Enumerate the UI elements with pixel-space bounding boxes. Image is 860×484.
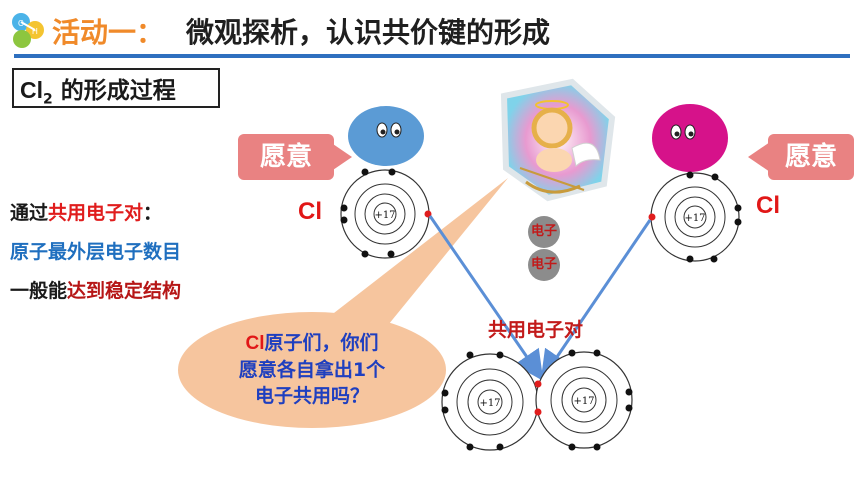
speech-bubble-text: Cl原子们，你们 愿意各自拿出1个 电子共用吗？: [182, 330, 442, 409]
left-atom-character: [348, 106, 424, 166]
subtitle-rest: 的形成过程: [52, 78, 176, 104]
text-line-3: 一般能达到稳定结构: [10, 276, 181, 303]
text-line-1-highlight: 共用电子对: [48, 202, 144, 224]
text-line-3-highlight: 达到稳定结构: [67, 280, 182, 302]
atom-left-symbol: Cl: [298, 198, 322, 225]
wish-tag-right-pointer: [748, 142, 770, 172]
activity-label: 活动一：: [52, 16, 165, 49]
text-line-3-prefix: 一般能: [10, 280, 68, 302]
bubble-line-1: Cl原子们，你们: [182, 330, 442, 357]
page-title: 微观探析，认识共价键的形成: [186, 16, 551, 49]
right-cl-atom: [648, 171, 742, 263]
subtitle-subscript: 2: [43, 91, 53, 108]
electron-ball-1: 电子: [528, 216, 560, 248]
text-line-1-suffix: ：: [143, 202, 163, 224]
subtitle: Cl2 的形成过程: [20, 71, 176, 108]
svg-text:C: C: [18, 19, 24, 28]
left-arrow: [428, 215, 544, 381]
right-atom-character: [652, 104, 728, 172]
left-cl-atom: [340, 168, 432, 259]
molecule-logo-icon: C H: [12, 13, 44, 48]
electron-ball-2: 电子: [528, 249, 560, 281]
subtitle-element: Cl: [20, 77, 43, 103]
bubble-line-1-cl: Cl: [245, 333, 265, 354]
atom-right-symbol: Cl: [756, 192, 780, 219]
cupid-illustration: [500, 78, 616, 202]
bubble-line-2: 愿意各自拿出1个: [238, 359, 386, 381]
subtitle-box: [12, 68, 220, 108]
cl2-molecule: [441, 349, 633, 451]
title-underline: [14, 54, 850, 58]
text-line-2: 原子最外层电子数目: [10, 241, 182, 263]
right-arrow: [540, 219, 652, 381]
nucleus-label-bond-right: +17: [573, 396, 594, 407]
wish-tag-left: 愿意: [238, 134, 334, 180]
speech-bubble: [178, 178, 508, 428]
shared-pair-label: 共用电子对: [488, 319, 584, 341]
svg-text:H: H: [32, 27, 38, 36]
bubble-line-1-rest: 原子们，你们: [264, 332, 379, 354]
nucleus-label-left: +17: [374, 210, 395, 221]
text-line-1-prefix: 通过: [10, 202, 49, 224]
wish-tag-left-pointer: [330, 142, 352, 172]
wish-tag-right: 愿意: [768, 134, 854, 180]
nucleus-label-bond-left: +17: [479, 398, 500, 409]
nucleus-label-right: +17: [684, 213, 705, 224]
text-line-1: 通过共用电子对：: [10, 198, 162, 225]
bubble-line-3: 电子共用吗？: [254, 385, 369, 407]
